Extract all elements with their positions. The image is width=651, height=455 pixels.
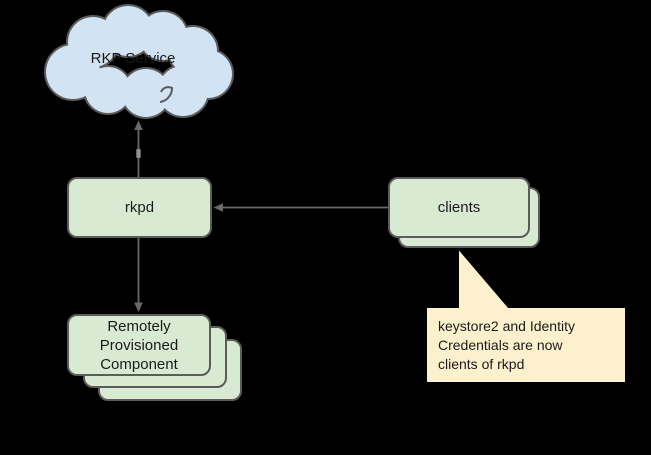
callout-tail: [459, 250, 509, 309]
cloud-label: RKP Service: [91, 50, 176, 67]
callout-line1: keystore2 and Identity: [438, 318, 575, 334]
callout-line2: Credentials are now: [438, 337, 563, 353]
clients-node: clients: [388, 177, 530, 238]
arrow-clients-to-rkpd: [213, 203, 389, 212]
cloud-shape: [44, 4, 234, 119]
rkpd-node: rkpd: [67, 177, 212, 238]
rpc-node: Remotely Provisioned Component: [67, 314, 211, 376]
cloud-curl-detail: [159, 86, 174, 103]
rkpd-label: rkpd: [124, 199, 155, 216]
arrow-rkpd-to-rkp-service: [134, 120, 143, 177]
rpc-label-line2: Provisioned: [99, 336, 179, 354]
callout-line3: clients of rkpd: [438, 356, 525, 372]
rpc-label-line1: Remotely: [107, 317, 171, 335]
connector-midpoint-tick: [136, 149, 141, 158]
arrow-rkpd-to-rpc: [134, 238, 143, 312]
clients-label: clients: [437, 199, 481, 216]
callout-note: keystore2 and Identity Credentials are n…: [427, 308, 625, 382]
rpc-label-line3: Component: [100, 355, 178, 373]
